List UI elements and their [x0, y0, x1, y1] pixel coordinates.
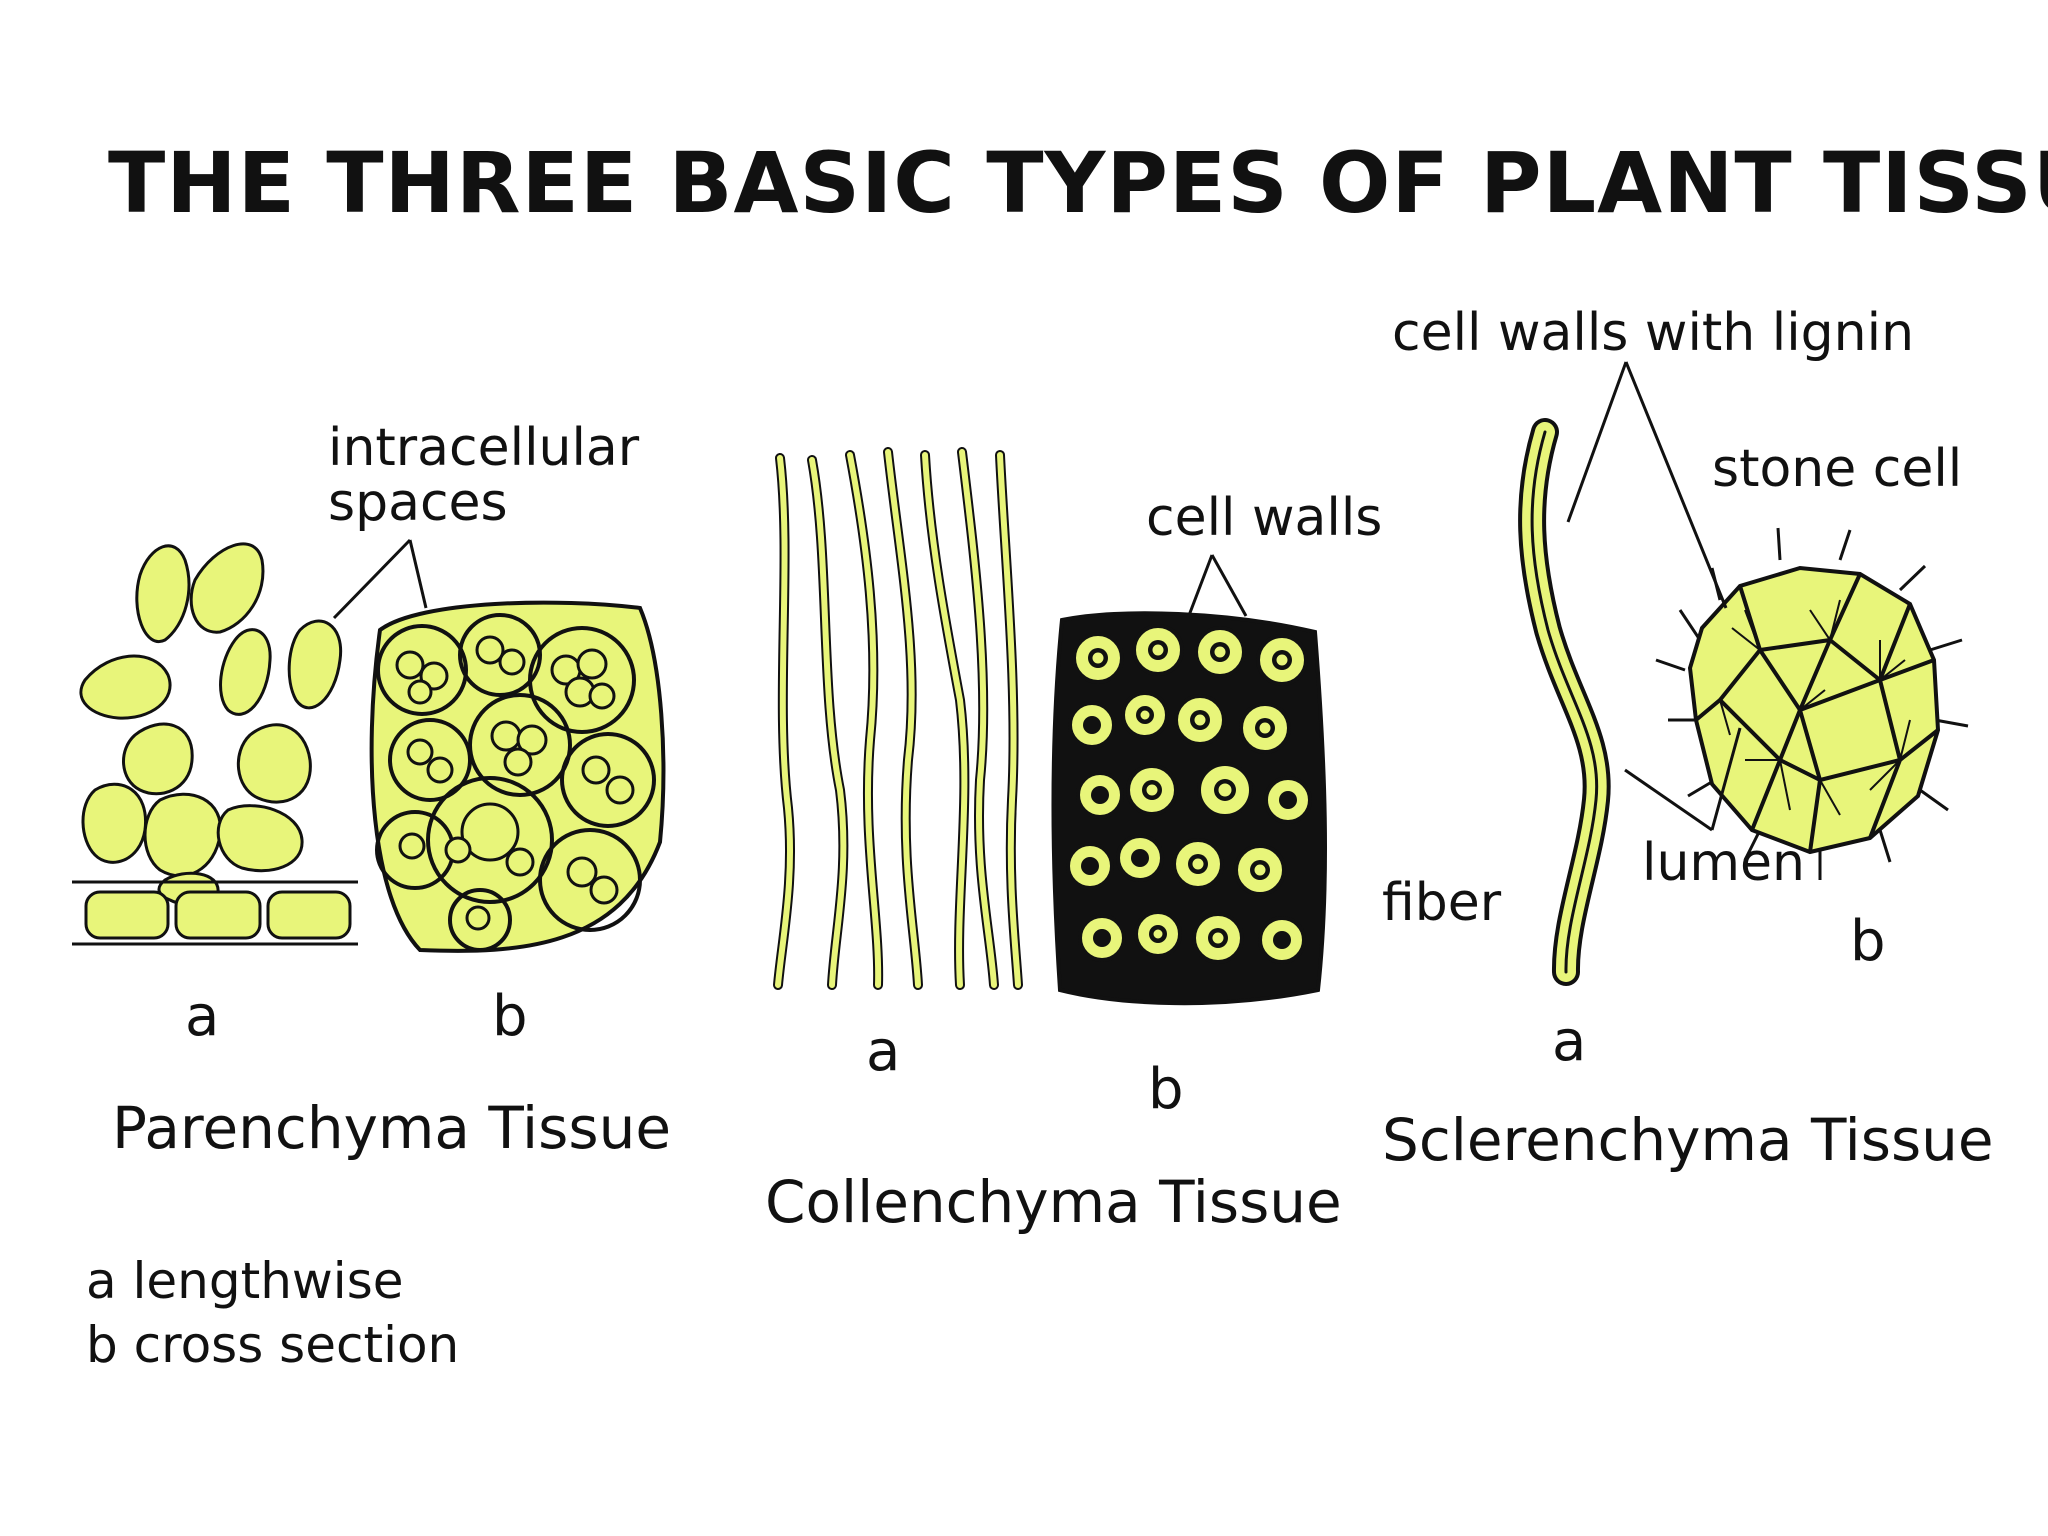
legend-lengthwise: a lengthwise [86, 1252, 404, 1310]
cell-walls-with-lignin-label: cell walls with lignin [1392, 303, 1914, 363]
parenchyma-view-b-letter: b [492, 984, 528, 1049]
intracellular-spaces-callout-lines [332, 538, 428, 620]
sclerenchyma-fiber-drawing [1518, 418, 1611, 986]
parenchyma-tissue-label: Parenchyma Tissue [112, 1094, 671, 1162]
sclerenchyma-callout-lines [1566, 361, 1742, 832]
sclerenchyma-stone-cell-drawing [1655, 527, 1969, 880]
collenchyma-view-b-letter: b [1148, 1057, 1184, 1122]
collenchyma-lengthwise-walls [775, 449, 1021, 988]
fiber-label: fiber [1382, 873, 1502, 933]
sclerenchyma-view-a-letter: a [1552, 1009, 1586, 1074]
cell-walls-callout-lines [1186, 554, 1248, 619]
sclerenchyma-tissue-label: Sclerenchyma Tissue [1382, 1106, 1994, 1174]
collenchyma-cross-section-drawing [1051, 611, 1328, 1006]
diagram-title: THE THREE BASIC TYPES OF PLANT TISSUE [108, 134, 2048, 232]
intracellular-spaces-label-line-2: spaces [328, 473, 508, 533]
collenchyma-view-a-letter: a [866, 1019, 900, 1084]
intracellular-spaces-label-line-1: intracellular [328, 418, 640, 478]
stone-cell-label: stone cell [1712, 439, 1962, 499]
parenchyma-view-a-letter: a [185, 984, 219, 1049]
parenchyma-cross-section-drawing [369, 600, 666, 953]
parenchyma-lengthwise-drawing [72, 542, 358, 946]
cell-walls-label: cell walls [1146, 488, 1382, 548]
legend-cross-section: b cross section [86, 1316, 459, 1374]
lumen-label: lumen [1642, 833, 1805, 893]
collenchyma-tissue-label: Collenchyma Tissue [765, 1168, 1342, 1236]
sclerenchyma-view-b-letter: b [1850, 909, 1886, 974]
